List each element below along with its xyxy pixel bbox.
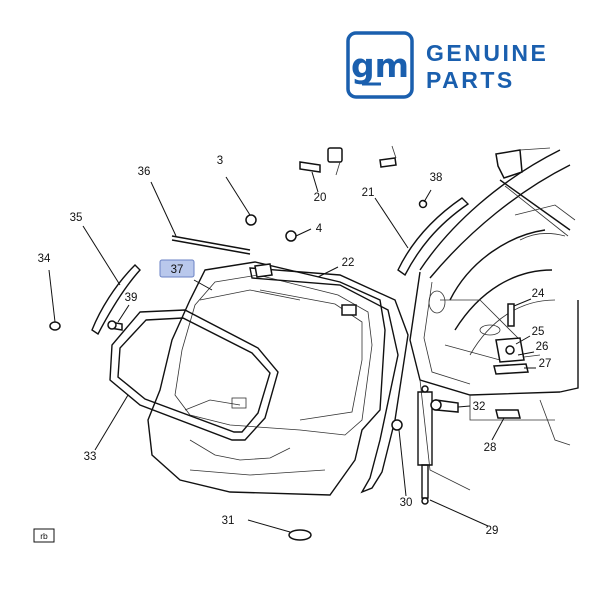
vehicle-body-rear [409, 149, 579, 491]
gm-logo-text: gm [351, 46, 409, 85]
callout-31: 31 [222, 515, 235, 527]
callout-22: 22 [342, 257, 355, 269]
callout-26: 26 [536, 341, 549, 353]
corner-tag: rb [33, 528, 55, 543]
callout-25: 25 [532, 326, 545, 338]
callout-38: 38 [430, 172, 443, 184]
callout-37-highlight [159, 259, 195, 278]
callout-32: 32 [473, 401, 486, 413]
liftgate-panel [147, 261, 386, 496]
molding-21 [397, 197, 470, 277]
callout-35: 35 [70, 212, 83, 224]
brand-line-genuine: GENUINE [426, 40, 548, 66]
callout-30: 30 [400, 497, 413, 509]
callout-4: 4 [316, 223, 323, 235]
callout-39: 39 [125, 292, 138, 304]
corner-tag-box [33, 528, 55, 543]
callout-28: 28 [484, 442, 497, 454]
callout-29: 29 [486, 525, 499, 537]
gm-genuine-parts-logo: gm GENUINE PARTS [346, 31, 548, 99]
hardware-parts [49, 145, 551, 541]
callout-24: 24 [532, 288, 545, 300]
weatherstrip-22 [249, 267, 409, 494]
window-seal-33 [109, 309, 279, 441]
callout-labels: 3 4 20 21 22 24 25 26 27 28 29 30 31 32 … [38, 155, 552, 537]
callout-3: 3 [217, 155, 223, 167]
gas-strut-29 [417, 385, 433, 505]
callout-36: 36 [138, 166, 151, 178]
gm-logo-frame [346, 31, 414, 99]
brand-line-parts: PARTS [426, 67, 515, 93]
callout-21: 21 [362, 187, 375, 199]
rod-36 [171, 235, 251, 255]
callout-33: 33 [84, 451, 97, 463]
corner-tag-text: rb [40, 531, 48, 541]
callout-37: 37 [171, 264, 184, 276]
molding-35 [91, 264, 141, 336]
callout-20: 20 [314, 192, 327, 204]
callout-27: 27 [539, 358, 552, 370]
leader-lines [48, 171, 536, 533]
callout-34: 34 [38, 253, 51, 265]
